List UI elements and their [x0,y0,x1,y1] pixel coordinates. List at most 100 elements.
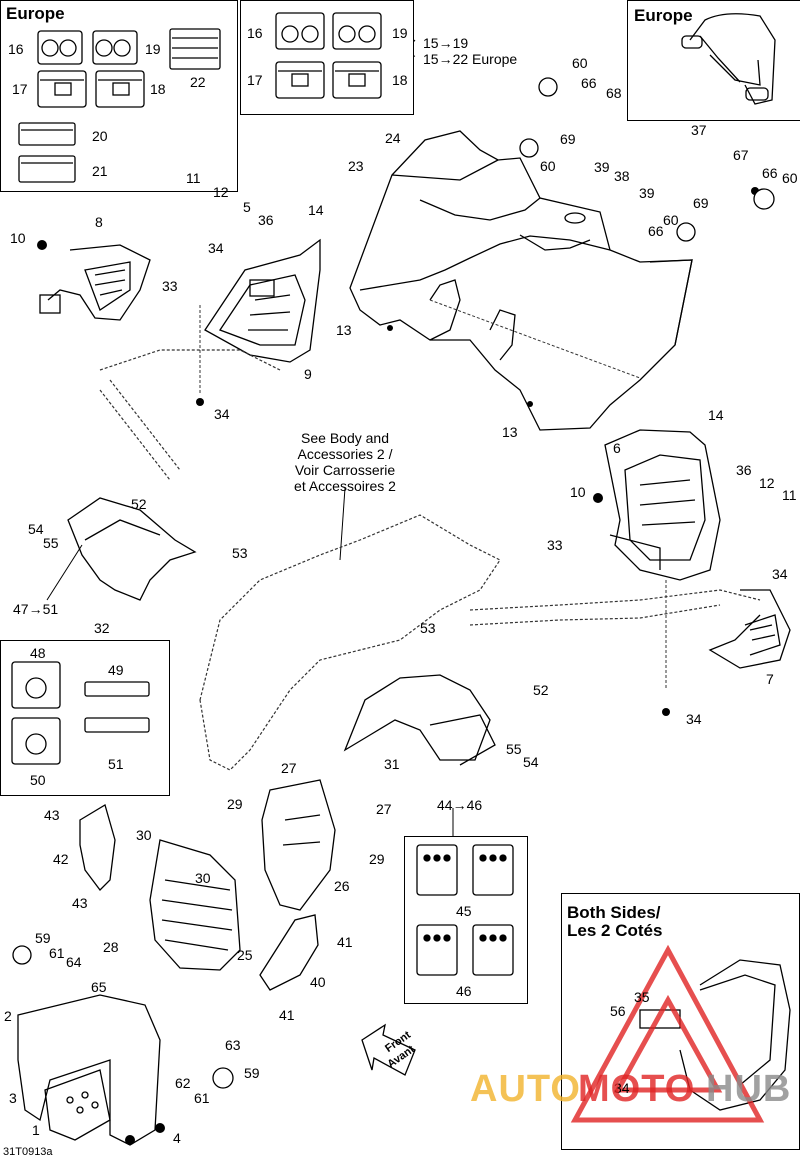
document-id: 31T0913a [3,1146,53,1158]
callout-30b: 30 [195,870,211,886]
frame-tube-left [99,349,281,481]
callout-1: 1 [32,1122,40,1138]
callout-13b: 13 [502,424,518,440]
callout-15-19: 15→19 [423,35,469,51]
callout-48: 48 [30,645,46,661]
frame-tube-right [469,589,761,626]
callout-34c: 34 [772,566,788,582]
see-also-note: See Body and Accessories 2 / Voir Carros… [280,430,410,494]
callout-51: 51 [108,756,124,772]
see-also-line-4: et Accessoires 2 [294,478,396,494]
callout-18b: 18 [392,72,408,88]
right-skid-plate-drawing [604,429,721,581]
callout-19b: 19 [392,25,408,41]
left-skid-plate-drawing [204,238,321,363]
callout-16: 16 [8,41,24,57]
callout-29a: 29 [227,796,243,812]
callout-34b: 34 [214,406,230,422]
grille-drawing [149,839,241,971]
callout-16b: 16 [247,25,263,41]
round-caps [12,77,775,1089]
callout-66c: 66 [648,223,664,239]
frame-dashed-outline [199,514,501,771]
watermark-auto: AUTO [470,1068,581,1110]
callout-54b: 54 [523,754,539,770]
callout-53a: 53 [232,545,248,561]
decal-box-45-46 [404,836,528,1004]
callout-22: 22 [190,74,206,90]
callout-42: 42 [53,851,69,867]
callout-59a: 59 [35,930,51,946]
callout-43a: 43 [44,807,60,823]
callout-12b: 12 [759,475,775,491]
callout-52a: 52 [131,496,147,512]
callout-37: 37 [691,122,707,138]
callout-29b: 29 [369,851,385,867]
front-fascia-drawing [349,130,693,431]
right-fender-drawing [343,674,496,766]
callout-62: 62 [175,1075,191,1091]
callout-45: 45 [456,903,472,919]
callout-54a: 54 [28,521,44,537]
callout-18: 18 [150,81,166,97]
callout-10a: 10 [10,230,26,246]
left-fender-drawing [67,497,197,601]
watermark-hub: HUB [706,1068,792,1110]
callout-11b: 11 [782,487,797,503]
callout-33b: 33 [547,537,563,553]
front-bumper-drawing [17,994,161,1146]
right-bumper-bracket-drawing [708,589,791,669]
callout-9: 9 [304,366,312,382]
callout-17b: 17 [247,72,263,88]
callout-27a: 27 [281,760,297,776]
callout-46: 46 [456,983,472,999]
callout-52b: 52 [533,682,549,698]
callout-24: 24 [385,130,401,146]
callout-53b: 53 [420,620,436,636]
callout-39a: 39 [594,159,610,175]
callout-20: 20 [92,128,108,144]
both-sides-title-line2: Les 2 Cotés [567,921,663,940]
callout-56: 56 [610,1003,626,1019]
callout-67: 67 [733,147,749,163]
callout-60d: 60 [663,212,679,228]
callout-35: 35 [634,989,650,1005]
callout-23: 23 [348,158,364,174]
callout-69a: 69 [560,131,576,147]
callout-4: 4 [173,1130,181,1146]
callout-12a: 12 [213,184,229,200]
callout-36b: 36 [736,462,752,478]
callout-41a: 41 [337,934,353,950]
callout-61a: 61 [49,945,65,961]
callout-25: 25 [237,947,253,963]
side-panel-42-drawing [79,804,116,891]
callout-69b: 69 [693,195,709,211]
callout-44-46: 44→46 [437,797,483,813]
callout-36a: 36 [258,212,274,228]
see-also-line-2: Accessories 2 / [297,446,393,462]
callout-50: 50 [30,772,46,788]
callout-34d: 34 [686,711,702,727]
callout-19: 19 [145,41,161,57]
callout-66b: 66 [762,165,778,181]
callout-30a: 30 [136,827,152,843]
callout-11a: 11 [186,170,201,186]
callout-34e: 34 [614,1080,630,1096]
left-bumper-bracket-drawing [39,244,151,321]
callout-64: 64 [66,954,82,970]
see-also-line-3: Voir Carrosserie [294,462,396,478]
callout-15-22-europe: 15→22 Europe [423,51,518,67]
fender-decal-box [0,640,170,796]
callout-7: 7 [766,671,774,687]
callout-27b: 27 [376,801,392,817]
europe-title-right: Europe [634,6,693,25]
callout-32: 32 [94,620,110,636]
callout-6: 6 [613,440,621,456]
callout-13a: 13 [336,322,352,338]
callout-2: 2 [4,1008,12,1024]
callout-59b: 59 [244,1065,260,1081]
callout-21: 21 [92,163,108,179]
center-guard-drawing [261,779,336,911]
watermark-moto: MOTO [578,1068,696,1110]
callout-33a: 33 [162,278,178,294]
